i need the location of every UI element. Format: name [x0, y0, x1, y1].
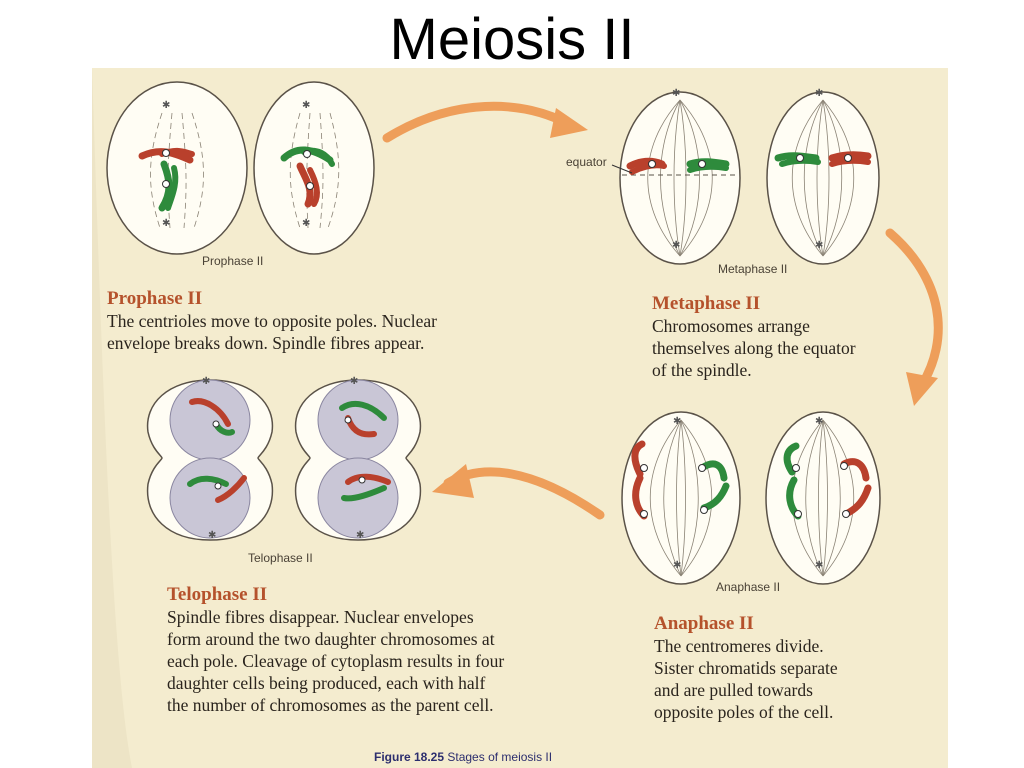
- anaphase-description: Anaphase II The centromeres divide. Sist…: [654, 613, 838, 723]
- arrow-metaphase-to-anaphase: [885, 228, 943, 393]
- telophase-line: daughter cells being produced, each with…: [167, 673, 486, 693]
- svg-text:✱: ✱: [672, 88, 680, 99]
- telophase-cell-left: ✱ ✱: [146, 376, 274, 541]
- page-shadow: [92, 68, 132, 768]
- prophase-line: envelope breaks down. Spindle fibres app…: [107, 333, 425, 353]
- anaphase-caption: Anaphase II: [716, 580, 781, 594]
- metaphase-line: of the spindle.: [652, 360, 752, 380]
- telophase-line: Spindle fibres disappear. Nuclear envelo…: [167, 607, 474, 627]
- anaphase-cell-right: ✱ ✱: [765, 411, 881, 585]
- anaphase-line: Sister chromatids separate: [654, 658, 838, 678]
- figure-number: Figure 18.25: [374, 750, 445, 764]
- svg-text:✱: ✱: [162, 100, 170, 111]
- telophase-line: each pole. Cleavage of cytoplasm results…: [167, 651, 505, 671]
- telophase-description: Telophase II Spindle fibres disappear. N…: [167, 584, 504, 716]
- metaphase-heading: Metaphase II: [652, 293, 761, 314]
- svg-text:✱: ✱: [815, 416, 823, 427]
- metaphase-cell-right: ✱ ✱: [766, 88, 880, 265]
- telophase-caption: Telophase II: [248, 551, 313, 565]
- telophase-cell-right: ✱ ✱: [294, 376, 422, 541]
- cycle-arrows: [382, 101, 943, 520]
- svg-text:✱: ✱: [302, 218, 310, 229]
- svg-text:✱: ✱: [162, 218, 170, 229]
- metaphase-description: Metaphase II Chromosomes arrange themsel…: [652, 293, 856, 381]
- svg-text:✱: ✱: [673, 560, 681, 571]
- svg-text:✱: ✱: [350, 376, 358, 387]
- anaphase-heading: Anaphase II: [654, 613, 754, 634]
- anaphase-line: and are pulled towards: [654, 680, 813, 700]
- arrow-prophase-to-metaphase: [382, 101, 577, 143]
- svg-text:✱: ✱: [356, 530, 364, 541]
- metaphase-caption: Metaphase II: [718, 262, 788, 276]
- prophase-description: Prophase II The centrioles move to oppos…: [107, 288, 437, 354]
- svg-text:✱: ✱: [815, 560, 823, 571]
- svg-text:✱: ✱: [815, 88, 823, 99]
- metaphase-line: themselves along the equator: [652, 338, 856, 358]
- anaphase-line: opposite poles of the cell.: [654, 702, 834, 722]
- textbook-figure: ✱ ✱ ✱ ✱: [92, 68, 948, 768]
- figure-caption: Figure 18.25 Stages of meiosis II: [374, 750, 552, 764]
- figure-artwork: ✱ ✱ ✱ ✱: [92, 68, 948, 768]
- svg-text:✱: ✱: [815, 240, 823, 251]
- prophase-caption: Prophase II: [202, 254, 264, 268]
- equator-label: equator: [566, 155, 607, 169]
- prophase-line: The centrioles move to opposite poles. N…: [107, 311, 437, 331]
- telophase-line: the number of chromosomes as the parent …: [167, 695, 494, 715]
- anaphase-cell-left: ✱ ✱: [621, 411, 741, 585]
- svg-text:✱: ✱: [302, 100, 310, 111]
- metaphase-line: Chromosomes arrange: [652, 316, 810, 336]
- svg-text:✱: ✱: [208, 530, 216, 541]
- svg-text:✱: ✱: [673, 416, 681, 427]
- svg-text:✱: ✱: [672, 240, 680, 251]
- metaphase-cell-left: ✱ ✱: [619, 88, 741, 265]
- anaphase-line: The centromeres divide.: [654, 636, 824, 656]
- prophase-cell-right: ✱ ✱: [253, 81, 375, 255]
- telophase-line: form around the two daughter chromosomes…: [167, 629, 495, 649]
- slide-title: Meiosis II: [389, 7, 635, 72]
- svg-text:✱: ✱: [202, 376, 210, 387]
- prophase-heading: Prophase II: [107, 288, 203, 309]
- telophase-heading: Telophase II: [167, 584, 268, 605]
- figure-caption-text: Stages of meiosis II: [447, 750, 553, 764]
- equator-pointer: [611, 164, 633, 174]
- prophase-cell-left: ✱ ✱: [106, 81, 248, 255]
